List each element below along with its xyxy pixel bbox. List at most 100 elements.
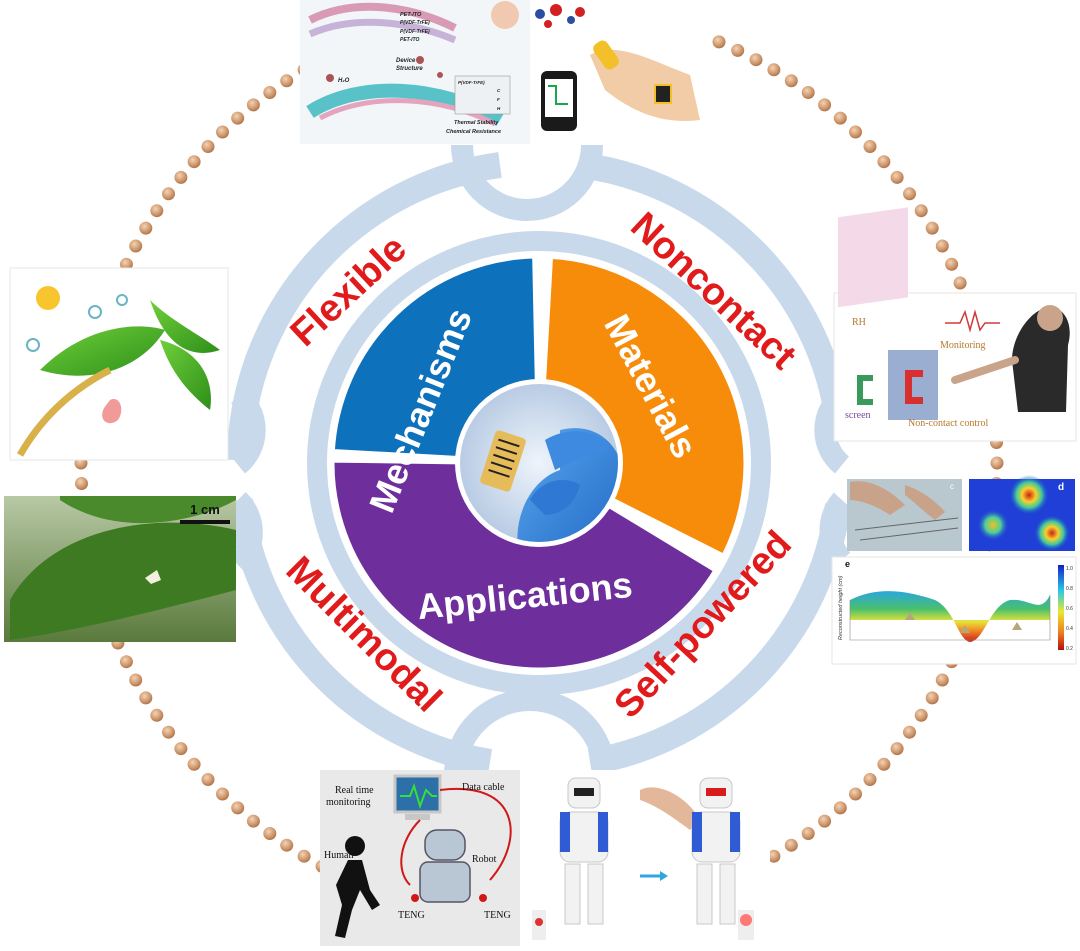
bead: [201, 140, 215, 153]
bead: [246, 814, 260, 828]
bead: [246, 98, 260, 112]
label-pvdf-box: P(VDF-TrFE): [458, 80, 485, 85]
label-real-time: Real time: [335, 785, 374, 796]
bead: [953, 276, 967, 290]
robot-icon: [424, 829, 466, 861]
bead: [801, 86, 815, 99]
label-panel-d: d: [1058, 482, 1064, 493]
label-human: Human: [324, 850, 353, 861]
monitor-icon: [393, 774, 442, 814]
bead: [150, 708, 164, 722]
colorbar-tick: 0.4: [1066, 626, 1073, 632]
label-panel-e: e: [845, 559, 850, 569]
bead: [903, 725, 916, 739]
bead: [150, 204, 164, 218]
bead: [749, 53, 763, 67]
sun-icon: [36, 286, 60, 310]
label-device: Device: [396, 58, 416, 64]
bead: [767, 63, 781, 77]
bead: [945, 257, 959, 271]
label-data-cable: Data cable: [462, 782, 505, 793]
bead: [849, 787, 862, 801]
robot-photo-right: [640, 777, 754, 940]
human-icon: [345, 836, 365, 856]
bead: [935, 673, 949, 687]
label-pet-ito-bottom: PET-ITO: [400, 37, 419, 43]
bead: [914, 204, 928, 218]
colorbar-tick: 0.2: [1066, 646, 1073, 652]
hub-outer-ring: [307, 231, 771, 695]
label-screen: screen: [845, 410, 871, 421]
bead: [280, 74, 294, 88]
bead: [935, 239, 949, 253]
bead: [784, 838, 798, 852]
thermometer-drop-icon: [102, 399, 122, 424]
bead: [801, 827, 815, 840]
bead: [818, 814, 832, 828]
bead: [731, 43, 745, 57]
bead: [784, 74, 798, 88]
bead: [187, 155, 201, 169]
panel-device-structure: PET-ITO P(VDF-TrFE) P(VDF-TrFE) PET-ITO …: [300, 0, 530, 144]
scale-label: 1 cm: [190, 502, 220, 517]
bead: [162, 187, 175, 201]
bead: [914, 708, 928, 722]
bead: [231, 801, 245, 815]
label-monitoring: Monitoring: [940, 340, 986, 351]
bead: [139, 221, 153, 235]
label-rh: RH: [852, 317, 866, 328]
panel-heatmap: d: [969, 475, 1075, 551]
bead: [890, 742, 904, 756]
bead: [877, 155, 891, 169]
bead: [833, 801, 847, 815]
bead: [129, 239, 143, 253]
connector-loops: [229, 144, 851, 776]
label-panel-c: c: [950, 482, 954, 491]
bead: [818, 98, 832, 112]
bead: [833, 111, 847, 125]
label-teng-right: TENG: [484, 910, 511, 921]
bead: [712, 35, 726, 49]
label-structure: Structure: [396, 66, 423, 72]
person-icon: [1012, 307, 1070, 412]
bead: [201, 773, 215, 786]
bead: [903, 187, 916, 201]
bead: [129, 673, 143, 687]
face-icon: [491, 1, 519, 29]
label-z-axis: Reconstructed height (cm): [838, 575, 844, 640]
panel-touch-array: c: [847, 479, 962, 551]
label-thermal: Thermal Stability: [454, 120, 499, 126]
bead: [863, 773, 877, 786]
bead: [231, 111, 245, 125]
bead: [139, 691, 153, 705]
label-h: H: [497, 106, 501, 111]
bead: [263, 827, 277, 840]
bead: [849, 125, 862, 139]
panel-hand-phone: [530, 0, 710, 145]
bead: [925, 221, 939, 235]
bead: [187, 757, 201, 771]
bead: [297, 849, 311, 863]
bead: [174, 170, 188, 184]
label-monitoring-bottom: monitoring: [326, 797, 370, 808]
bead: [890, 170, 904, 184]
bead: [216, 125, 229, 139]
label-h2o: H₂O: [338, 78, 350, 84]
bead: [280, 838, 294, 852]
label-f: F: [497, 97, 500, 102]
colorbar-tick: 0.8: [1066, 586, 1073, 592]
robot-photo-left: [532, 777, 609, 940]
label-noncontact-control: Non-contact control: [908, 418, 988, 429]
label-pvdf-2: P(VDF-TrFE): [400, 29, 430, 35]
colorbar: [1058, 565, 1064, 650]
center-photo: [455, 379, 623, 547]
label-chemical: Chemical Resistance: [446, 129, 501, 135]
colorbar-tick: 1.0: [1066, 566, 1073, 572]
bead: [877, 757, 891, 771]
bead: [925, 691, 939, 705]
segment-applications: [329, 457, 720, 673]
label-c: C: [497, 88, 501, 93]
bead: [162, 725, 175, 739]
hand-icon: [590, 49, 700, 121]
